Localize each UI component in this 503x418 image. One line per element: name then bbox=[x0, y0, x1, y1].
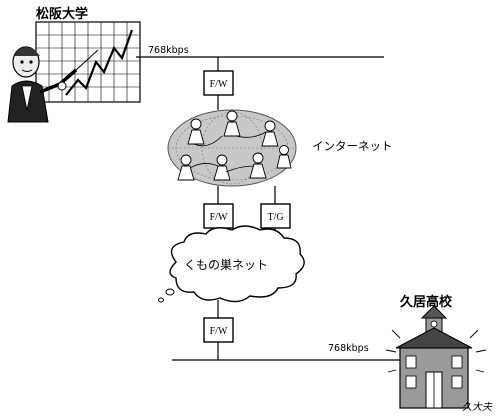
fw-middle-label: F/W bbox=[210, 212, 228, 223]
cloud-bubble-1 bbox=[165, 288, 175, 296]
fw-top-label: F/W bbox=[210, 79, 228, 90]
tg-box bbox=[260, 203, 291, 229]
fw-top-box bbox=[203, 70, 234, 96]
signature: 久大夫 bbox=[462, 401, 493, 413]
school-building-illustration bbox=[385, 305, 487, 409]
university-label: 松阪大学 bbox=[36, 6, 88, 22]
school-label: 久居高校 bbox=[400, 294, 453, 310]
fw-bottom-box bbox=[203, 317, 234, 343]
tg-label: T/G bbox=[267, 212, 283, 223]
internet-label: インターネット bbox=[312, 139, 393, 153]
kumonosu-label: くもの巣ネット bbox=[184, 258, 268, 272]
internet-globe-illustration bbox=[167, 109, 297, 187]
fw-bottom-label: F/W bbox=[210, 326, 228, 337]
fw-middle-box bbox=[203, 203, 234, 229]
cloud-bubble-2 bbox=[158, 297, 164, 303]
university-illustration bbox=[7, 21, 141, 123]
speed-top-label: 768kbps bbox=[148, 45, 189, 56]
kumonosu-cloud bbox=[169, 225, 305, 303]
speed-bottom-label: 768kbps bbox=[328, 343, 369, 354]
